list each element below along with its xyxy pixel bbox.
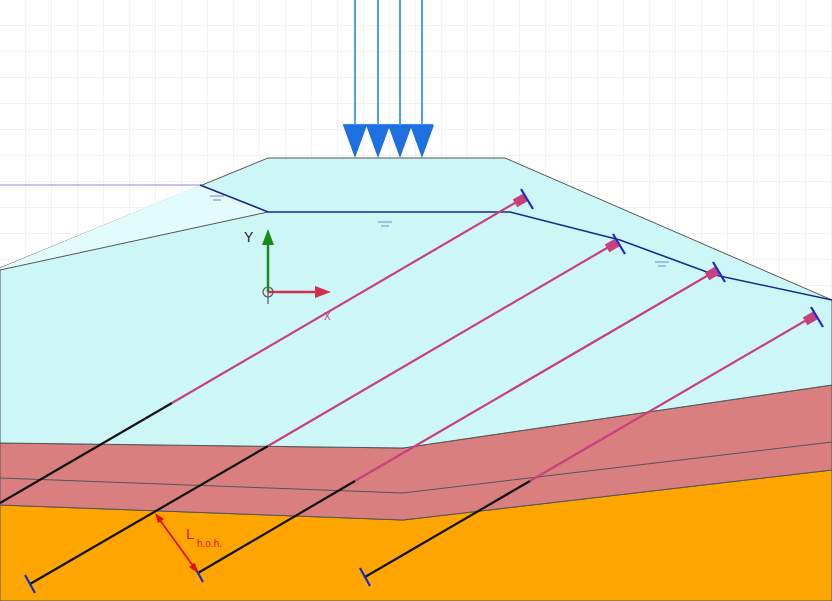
dimension-label: L (186, 526, 194, 541)
water-symbols (210, 196, 669, 266)
water-level (0, 184, 200, 185)
axis-label: X (324, 312, 331, 322)
embankment-body (0, 158, 832, 448)
coordinate-axes (262, 229, 331, 304)
surface-load (343, 0, 434, 158)
soil-anchors (0, 189, 823, 593)
layer-boundary (0, 442, 832, 493)
axis-label: Y (244, 230, 253, 244)
zone-boundary (0, 212, 268, 270)
dimension-subscript: h.o.h. (197, 539, 222, 549)
phreatic-line (200, 185, 832, 300)
upstream-shell (0, 185, 268, 270)
spacing-dimension (155, 513, 198, 573)
